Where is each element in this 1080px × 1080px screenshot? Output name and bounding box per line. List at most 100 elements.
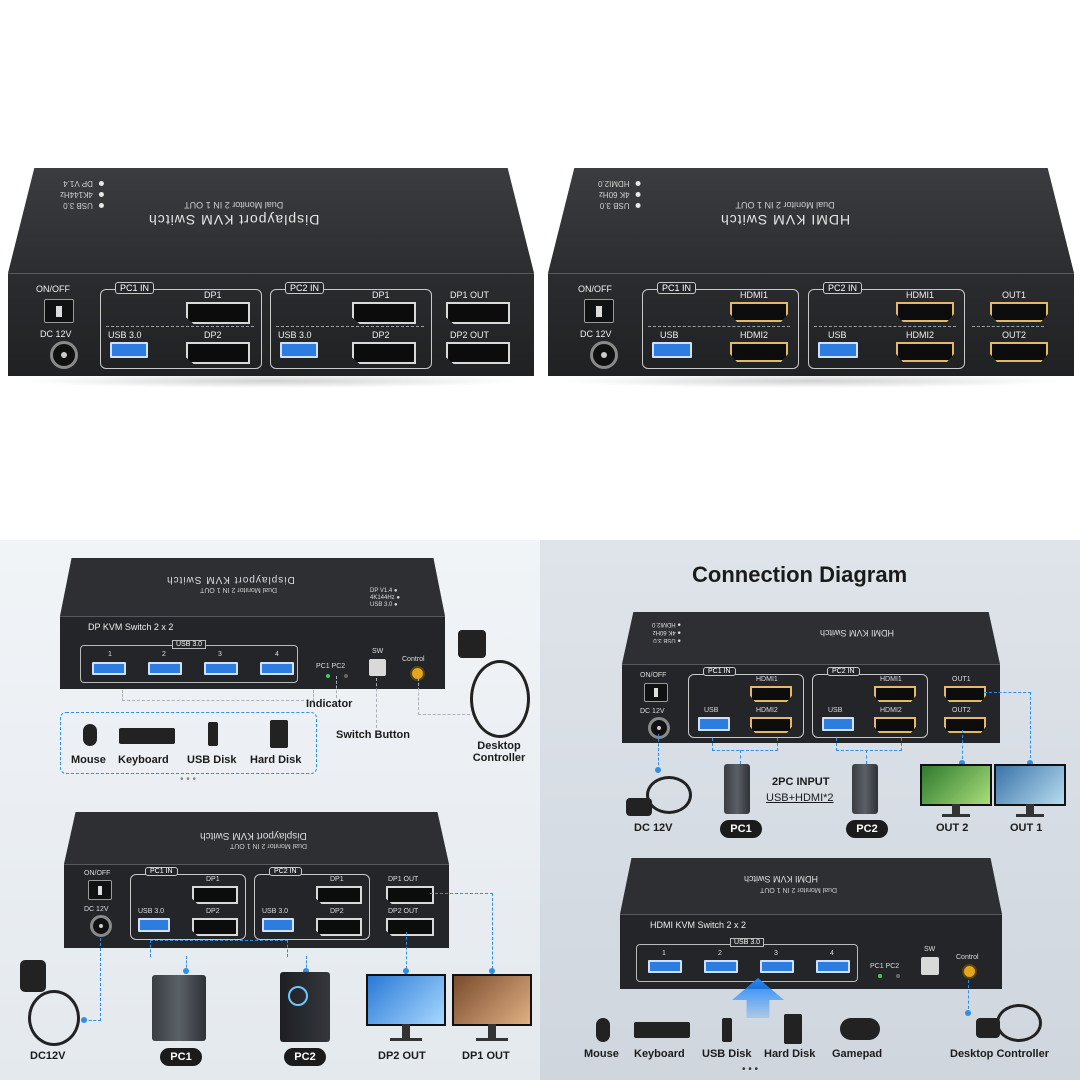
power-adapter-icon <box>626 798 652 816</box>
led-label: HDMI2.0 <box>598 179 630 188</box>
switch-toggle-icon <box>653 688 659 697</box>
hdmi1-port[interactable] <box>874 686 916 702</box>
dp1-port[interactable] <box>192 886 238 904</box>
usb-port[interactable] <box>816 960 850 973</box>
divider <box>276 326 424 327</box>
usb-port-number: 2 <box>162 651 166 658</box>
out2-port[interactable] <box>944 717 986 733</box>
device-title: Displayport KVM Switch <box>148 212 320 228</box>
usb-port-number: 3 <box>218 651 222 658</box>
dp1-port[interactable] <box>316 886 362 904</box>
fan-icon <box>288 986 308 1006</box>
out1-port[interactable] <box>990 302 1048 322</box>
usb-port[interactable] <box>260 662 294 675</box>
pc1-input-group: PC1 IN <box>130 867 246 940</box>
led-list: USB 3.0 4K144Hz DP V1.4 <box>60 178 104 211</box>
keyboard-icon <box>634 1022 690 1038</box>
connector-line <box>186 956 188 972</box>
usb-port[interactable] <box>698 717 730 731</box>
dp1-out-port[interactable] <box>386 886 434 904</box>
led-item: ● USB 3.0 <box>653 637 681 643</box>
connector-line <box>712 738 778 751</box>
usb-port[interactable] <box>138 918 170 932</box>
pc1-input-group: PC1 IN <box>642 282 799 369</box>
dp2-out-port[interactable] <box>386 918 434 936</box>
power-switch[interactable] <box>88 880 112 900</box>
usb-port[interactable] <box>92 662 126 675</box>
connector-line <box>984 692 1031 763</box>
mouse-icon <box>596 1018 610 1042</box>
device-title: HDMI KVM Switch <box>744 874 819 884</box>
control-port-icon[interactable] <box>410 666 425 681</box>
connector-line <box>968 980 970 1014</box>
out1-monitor-icon <box>994 764 1066 820</box>
dp2-port[interactable] <box>186 342 250 364</box>
dp1-port[interactable] <box>186 302 250 324</box>
usb-port[interactable] <box>652 342 692 358</box>
hdmi1-port[interactable] <box>750 686 792 702</box>
usb-port[interactable] <box>110 342 148 358</box>
hdmi2-port[interactable] <box>730 342 788 362</box>
led-item: 4K144Hz <box>60 189 104 200</box>
connector-line <box>430 893 493 974</box>
device-top <box>64 812 449 864</box>
pc1-tower-icon <box>724 764 750 814</box>
desktop-controller-icon <box>976 1018 1000 1038</box>
power-switch[interactable] <box>584 299 614 323</box>
device-subtitle: Dual Monitor 2 IN 1 OUT <box>760 886 838 893</box>
dp1-out-port[interactable] <box>446 302 510 324</box>
usb-port[interactable] <box>704 960 738 973</box>
group-label: PC2 IN <box>269 867 302 876</box>
usb-port-number: 4 <box>830 950 834 957</box>
hdmi1-port[interactable] <box>730 302 788 322</box>
out2-port[interactable] <box>990 342 1048 362</box>
power-switch[interactable] <box>644 683 668 702</box>
hdmi2-port[interactable] <box>874 717 916 733</box>
more-indicator: • • • <box>180 774 197 785</box>
dp2-label: DP2 <box>206 908 220 915</box>
peripheral-label: Mouse <box>584 1048 619 1060</box>
dc-label: DC 12V <box>40 329 72 339</box>
power-label: ON/OFF <box>640 672 667 679</box>
dp1-label: DP1 <box>330 876 344 883</box>
dp2-port[interactable] <box>316 918 362 936</box>
led-label: USB 3.0 <box>653 637 676 643</box>
usb-port[interactable] <box>148 662 182 675</box>
out2-label: OUT2 <box>952 707 971 714</box>
usb-port[interactable] <box>818 342 858 358</box>
usb-port[interactable] <box>204 662 238 675</box>
peripheral-label: Hard Disk <box>250 754 302 766</box>
peripheral-label: Keyboard <box>634 1048 685 1060</box>
usb-port[interactable] <box>648 960 682 973</box>
power-switch[interactable] <box>44 299 74 323</box>
dp2-port[interactable] <box>352 342 416 364</box>
hdmi2-port[interactable] <box>750 717 792 733</box>
usb-port[interactable] <box>280 342 318 358</box>
hdmi2-port[interactable] <box>896 342 954 362</box>
dp2-port[interactable] <box>192 918 238 936</box>
group-label: PC2 IN <box>823 282 863 294</box>
device-title: HDMI KVM Switch <box>820 628 895 638</box>
hdmi1-port[interactable] <box>896 302 954 322</box>
dp1-port[interactable] <box>352 302 416 324</box>
connector-line <box>406 932 408 974</box>
led-icon <box>635 192 641 197</box>
indicator-led-icon <box>878 974 882 978</box>
peripheral-label: Hard Disk <box>764 1048 816 1060</box>
pc1-label: PC1 <box>720 820 762 838</box>
group-label: PC1 IN <box>115 282 155 294</box>
switch-button[interactable] <box>921 957 939 975</box>
device-front-panel <box>60 616 445 689</box>
out2-caption: OUT 2 <box>936 822 969 834</box>
dc-jack-icon <box>590 341 618 369</box>
out1-port[interactable] <box>944 686 986 702</box>
usb-port[interactable] <box>760 960 794 973</box>
usb-port[interactable] <box>822 717 854 731</box>
control-port-icon[interactable] <box>962 964 977 979</box>
usb-port[interactable] <box>262 918 294 932</box>
dp1-label: DP1 <box>206 876 220 883</box>
pc1-tower-icon <box>152 975 206 1041</box>
dp2-out-port[interactable] <box>446 342 510 364</box>
pc1-input-group: PC1 IN <box>688 667 804 738</box>
switch-button[interactable] <box>369 659 386 676</box>
